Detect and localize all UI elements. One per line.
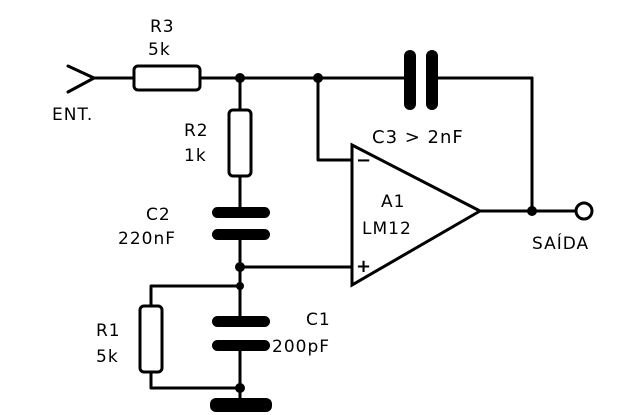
input-label: ENT. [52, 105, 93, 125]
resistor-r2 [227, 108, 253, 178]
r1-ref: R1 [96, 321, 121, 341]
r2-ref: R2 [184, 121, 209, 141]
opamp-part: LM12 [362, 219, 412, 239]
r2-value: 1k [184, 146, 207, 166]
capacitor-c1-plate-top [212, 316, 270, 327]
resistor-r3 [132, 64, 202, 92]
capacitor-c3-plate-left [404, 50, 416, 110]
junction-node [235, 383, 245, 393]
opamp-ref: A1 [381, 192, 405, 212]
r3-ref: R3 [150, 17, 175, 37]
r3-value: 5k [148, 40, 171, 60]
c3-label: C3 > 2nF [372, 127, 464, 148]
output-label: SAÍDA [532, 232, 589, 254]
capacitor-c3-plate-right [426, 50, 438, 110]
r1-bottom-wire [149, 370, 242, 390]
capacitor-c2-plate-bottom [212, 229, 270, 240]
c2-value: 220nF [118, 229, 176, 249]
capacitor-c1-plate-bottom [212, 340, 270, 351]
r1-top-wire [149, 284, 242, 308]
capacitor-bottom-plate [210, 398, 272, 412]
inverting-input-wire [316, 76, 354, 162]
c2-ref: C2 [146, 205, 171, 225]
junction-node [527, 206, 537, 216]
r1-value: 5k [96, 347, 119, 367]
c1-value: 200pF [272, 337, 330, 357]
opamp-a1 [350, 142, 484, 288]
resistor-r1 [138, 304, 164, 374]
c1-ref: C1 [306, 310, 331, 330]
opamp-inverting-sign: − [356, 150, 371, 171]
output-terminal [574, 201, 594, 221]
opamp-noninverting-sign: + [356, 256, 371, 277]
input-terminal [66, 64, 136, 94]
capacitor-c2-plate-top [212, 207, 270, 218]
